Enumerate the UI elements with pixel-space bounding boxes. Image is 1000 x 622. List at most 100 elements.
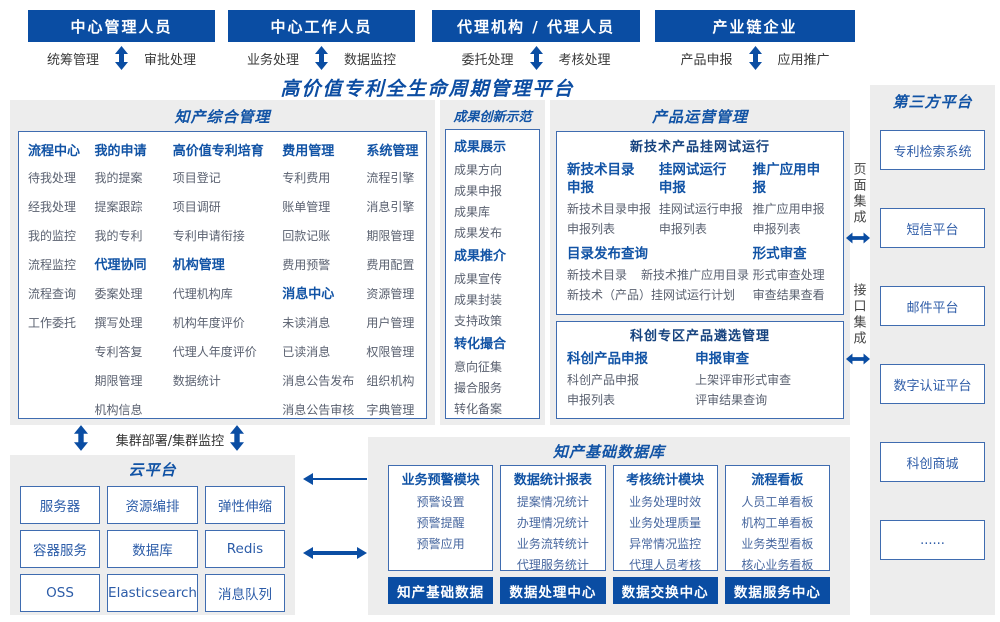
ip-column-process-center: 流程中心 待我处理经我处理我的监控流程监控流程查询工作委托 (24, 140, 91, 410)
role-group-center-managers: 中心管理人员 统筹管理 审批处理 (28, 10, 215, 71)
menu-item: 我的提案 (94, 171, 143, 185)
menu-item-list: 新技术目录申报申报列表 (567, 199, 659, 239)
left-arrow-icon (303, 473, 367, 485)
group-header: 成果推介 (454, 249, 507, 264)
column-header: 流程看板 (751, 473, 804, 488)
menu-item: 核心业务看板 (741, 558, 814, 572)
menu-item: 代理协同 (94, 258, 147, 273)
column-header: 推广应用申报 (752, 162, 821, 196)
menu-item: 期限管理 (94, 374, 143, 388)
role-action-label: 委托处理 (461, 52, 514, 68)
menu-item: 代理人员考核 (629, 558, 702, 572)
menu-item: 资源管理 (366, 287, 415, 301)
updown-arrow-icon (529, 46, 543, 70)
column-header: 数据统计报表 (513, 473, 592, 488)
trial-bottom-row: 目录发布查询 新技术目录新技术推广应用目录新技术（产品）挂网试运行计划 形式审查… (567, 243, 833, 305)
menu-item: 代理服务统计 (516, 558, 589, 572)
third-party-box-list: 专利检索系统短信平台邮件平台数字认证平台科创商城...... (870, 116, 995, 560)
menu-item-list: 我的提案提案跟踪我的专利代理协同委案处理撰写处理专利答复期限管理机构信息 (95, 164, 169, 425)
role-action-label: 审批处理 (144, 52, 197, 68)
column-header: 新技术目录 申报 (567, 162, 635, 196)
third-party-box: 专利检索系统 (880, 130, 985, 170)
role-group-industry-chain: 产业链企业 产品申报 应用推广 (655, 10, 855, 71)
menu-item: 业务流转统计 (516, 537, 589, 551)
menu-item-list: 新技术目录新技术推广应用目录新技术（产品）挂网试运行计划 (567, 265, 753, 305)
menu-item: 费用预警 (282, 258, 331, 272)
menu-item: 业务类型看板 (741, 537, 814, 551)
menu-item: 期限管理 (366, 229, 415, 243)
achievement-group-display: 成果展示 成果方向成果申报成果库成果发布 (454, 135, 539, 244)
menu-item-list: 成果方向成果申报成果库成果发布 (454, 160, 539, 244)
trial-column-promo-apply: 推广应用申报 推广应用申报申报列表 (753, 159, 833, 239)
menu-item: 我的专利 (94, 229, 143, 243)
column-header: 流程中心 (28, 144, 81, 159)
cloud-service-box: 容器服务 (20, 530, 101, 568)
db-bottom-bars: 知产基础数据数据处理中心数据交换中心数据服务中心 (368, 577, 850, 604)
menu-item: 办理情况统计 (516, 516, 589, 530)
menu-item: 新技术目录 (567, 268, 628, 282)
cloud-service-box: 消息队列 (204, 574, 285, 612)
menu-item: 科创产品申报 (567, 373, 640, 387)
role-sub-row: 统筹管理 审批处理 (28, 45, 215, 71)
menu-item: 专利答复 (94, 345, 143, 359)
menu-item: 流程查询 (28, 287, 77, 301)
integration-label: 页面集成 (850, 162, 866, 226)
updown-arrow-icon (315, 46, 328, 70)
trial-column-online-apply: 挂网试运行 申报 挂网试运行申报申报列表 (659, 159, 753, 239)
menu-item-list: 业务处理时效业务处理质量异常情况监控代理人员考核 (614, 492, 717, 576)
menu-item: 经我处理 (28, 200, 77, 214)
menu-item: 申报列表 (658, 222, 707, 236)
ip-management-panel: 知产综合管理 流程中心 待我处理经我处理我的监控流程监控流程查询工作委托 我的申… (10, 100, 435, 425)
menu-item-list: 提案情况统计办理情况统计业务流转统计代理服务统计 (501, 492, 604, 576)
menu-item: 数据统计 (172, 374, 221, 388)
third-party-box: 科创商城 (880, 442, 985, 482)
achievement-group-matchmaking: 转化撮合 意向征集撮合服务转化备案 (454, 332, 539, 420)
db-bar: 知产基础数据 (388, 577, 494, 604)
role-action-label: 考核处理 (558, 52, 611, 68)
menu-item: 新技术目录申报 (567, 202, 652, 216)
leftright-arrow-icon (846, 232, 870, 244)
role-group-center-staff: 中心工作人员 业务处理 数据监控 (228, 10, 415, 71)
menu-item: 流程监控 (28, 258, 77, 272)
menu-item: 支持政策 (454, 314, 503, 328)
db-column-assessment: 考核统计模块 业务处理时效业务处理质量异常情况监控代理人员考核 (612, 465, 718, 572)
column-header: 目录发布查询 (567, 246, 648, 262)
menu-item: 工作委托 (28, 316, 77, 330)
role-bar: 产业链企业 (655, 10, 855, 42)
menu-item: 消息引擎 (366, 200, 415, 214)
ip-column-system-management: 系统管理 流程引擎消息引擎期限管理费用配置资源管理用户管理权限管理组织机构字典管… (362, 140, 421, 417)
menu-item: 成果宣传 (454, 272, 503, 286)
formal-review: 形式审查 形式审查处理审查结果查看 (753, 243, 833, 305)
menu-item: 专利申请衔接 (172, 229, 245, 243)
menu-item-list: 人员工单看板机构工单看板业务类型看板核心业务看板 (726, 492, 829, 576)
menu-item: 预警提醒 (416, 516, 465, 530)
menu-item-list: 科创产品申报申报列表 (567, 370, 695, 410)
achievement-demo-panel: 成果创新示范 成果展示 成果方向成果申报成果库成果发布 成果推介 成果宣传成果封… (440, 100, 545, 425)
menu-item-list: 推广应用申报申报列表 (753, 199, 833, 239)
cloud-service-box: Elasticsearch (107, 574, 198, 612)
sub-box-title: 新技术产品挂网试运行 (629, 140, 770, 155)
menu-item-list: 预警设置预警提醒预警应用 (389, 492, 492, 555)
panel-title: 知产基础数据库 (552, 443, 665, 461)
menu-item: 人员工单看板 (741, 495, 814, 509)
role-action-label: 统筹管理 (46, 52, 99, 68)
cluster-label: 集群部署/集群监控 (115, 434, 225, 449)
menu-item: 消息公告审核 (282, 403, 355, 417)
menu-item: 预警设置 (416, 495, 465, 509)
page-integration: 页面集成 (845, 162, 871, 244)
panel-title: 第三方平台 (892, 93, 973, 111)
menu-item: 消息公告发布 (282, 374, 355, 388)
role-action-label: 业务处理 (246, 52, 299, 68)
panel-title: 知产综合管理 (174, 108, 271, 126)
panel-title: 产品运营管理 (651, 108, 748, 126)
role-action-label: 数据监控 (344, 52, 397, 68)
menu-item: 机构工单看板 (741, 516, 814, 530)
menu-item: 待我处理 (28, 171, 77, 185)
integration-label: 接口集成 (850, 283, 866, 347)
menu-item: 项目登记 (172, 171, 221, 185)
db-column-statistics: 数据统计报表 提案情况统计办理情况统计业务流转统计代理服务统计 (500, 465, 606, 572)
updown-arrow-icon (748, 46, 762, 70)
ip-management-box: 流程中心 待我处理经我处理我的监控流程监控流程查询工作委托 我的申请 我的提案提… (18, 131, 427, 419)
menu-item-list: 挂网试运行申报申报列表 (659, 199, 753, 239)
